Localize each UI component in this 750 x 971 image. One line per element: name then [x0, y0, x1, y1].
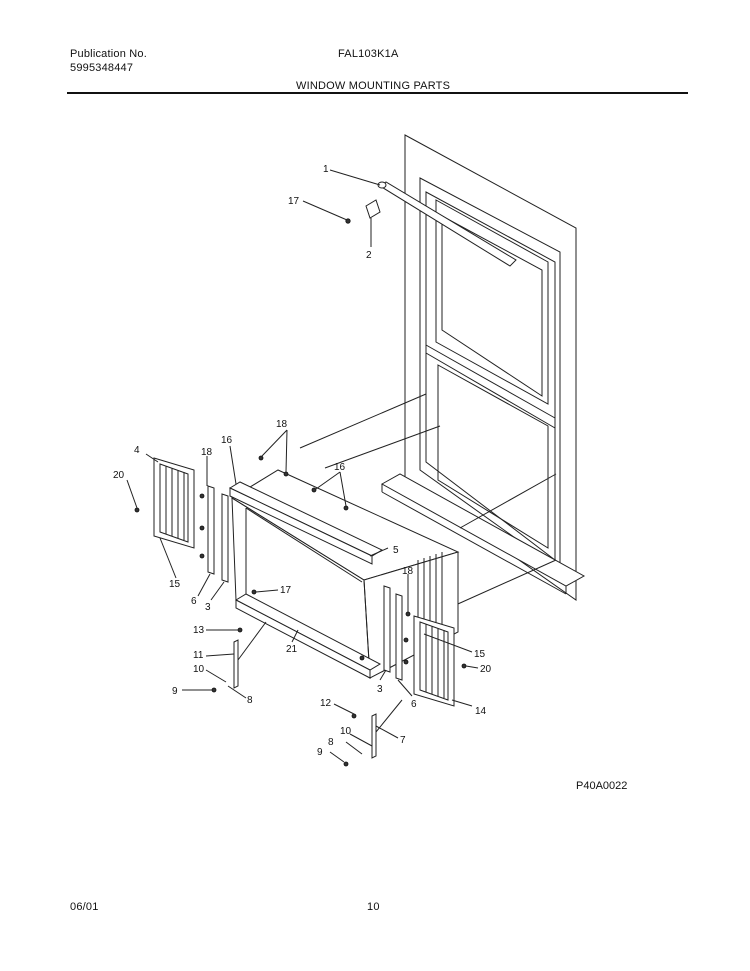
callout-14: 14 — [475, 706, 487, 717]
callout-20-right: 20 — [480, 664, 492, 675]
callout-21: 21 — [286, 644, 298, 655]
callout-10-left: 10 — [193, 664, 205, 675]
bottom-angle — [234, 593, 382, 679]
top-angle — [228, 481, 384, 565]
publication-label: Publication No. — [70, 48, 147, 60]
section-title: WINDOW MOUNTING PARTS — [296, 80, 451, 92]
callout-12: 12 — [320, 698, 332, 709]
callout-20-left: 20 — [113, 470, 125, 481]
callout-3-left: 3 — [205, 602, 211, 613]
callout-15-left: 15 — [169, 579, 181, 590]
callout-labels: 1 17 2 18 16 16 4 18 20 15 6 3 17 5 18 1… — [113, 164, 492, 758]
callout-11: 11 — [193, 650, 204, 661]
callout-9-right: 9 — [317, 747, 323, 758]
callout-13: 13 — [193, 625, 205, 636]
window-sill — [380, 473, 586, 595]
leader-lines — [126, 169, 479, 763]
callout-18-top: 18 — [276, 419, 288, 430]
callout-17-top: 17 — [288, 196, 300, 207]
callout-18-left: 18 — [201, 447, 213, 458]
publication-number: 5995348447 — [70, 62, 134, 74]
callout-16-left: 16 — [221, 435, 233, 446]
callout-4: 4 — [134, 445, 140, 456]
callout-9-left: 9 — [172, 686, 178, 697]
callout-8-right: 8 — [328, 737, 334, 748]
callout-5: 5 — [393, 545, 399, 556]
top-rail — [377, 181, 517, 267]
projection-lines — [299, 393, 557, 613]
callout-6-left: 6 — [191, 596, 197, 607]
footer-date: 06/01 — [70, 901, 99, 913]
callout-10-right: 10 — [340, 726, 352, 737]
brace-right — [371, 699, 403, 759]
callout-18-right: 18 — [402, 566, 414, 577]
brace-left — [233, 621, 267, 689]
rail-bracket — [365, 199, 381, 219]
header-rule — [67, 92, 688, 94]
callout-6-right: 6 — [411, 699, 417, 710]
callout-2: 2 — [366, 250, 372, 261]
figure-code: P40A0022 — [576, 780, 627, 792]
side-panel-left — [153, 457, 195, 549]
side-panel-right — [413, 615, 455, 707]
callout-3-right: 3 — [377, 684, 383, 695]
callout-17-center: 17 — [280, 585, 292, 596]
callout-8-left: 8 — [247, 695, 253, 706]
right-channels — [383, 585, 403, 681]
left-channels — [207, 485, 229, 583]
page-number: 10 — [367, 901, 380, 913]
callout-16-center: 16 — [334, 462, 346, 473]
callout-7: 7 — [400, 735, 406, 746]
callout-1: 1 — [323, 164, 329, 175]
model-number: FAL103K1A — [338, 48, 399, 60]
callout-15-right: 15 — [474, 649, 486, 660]
